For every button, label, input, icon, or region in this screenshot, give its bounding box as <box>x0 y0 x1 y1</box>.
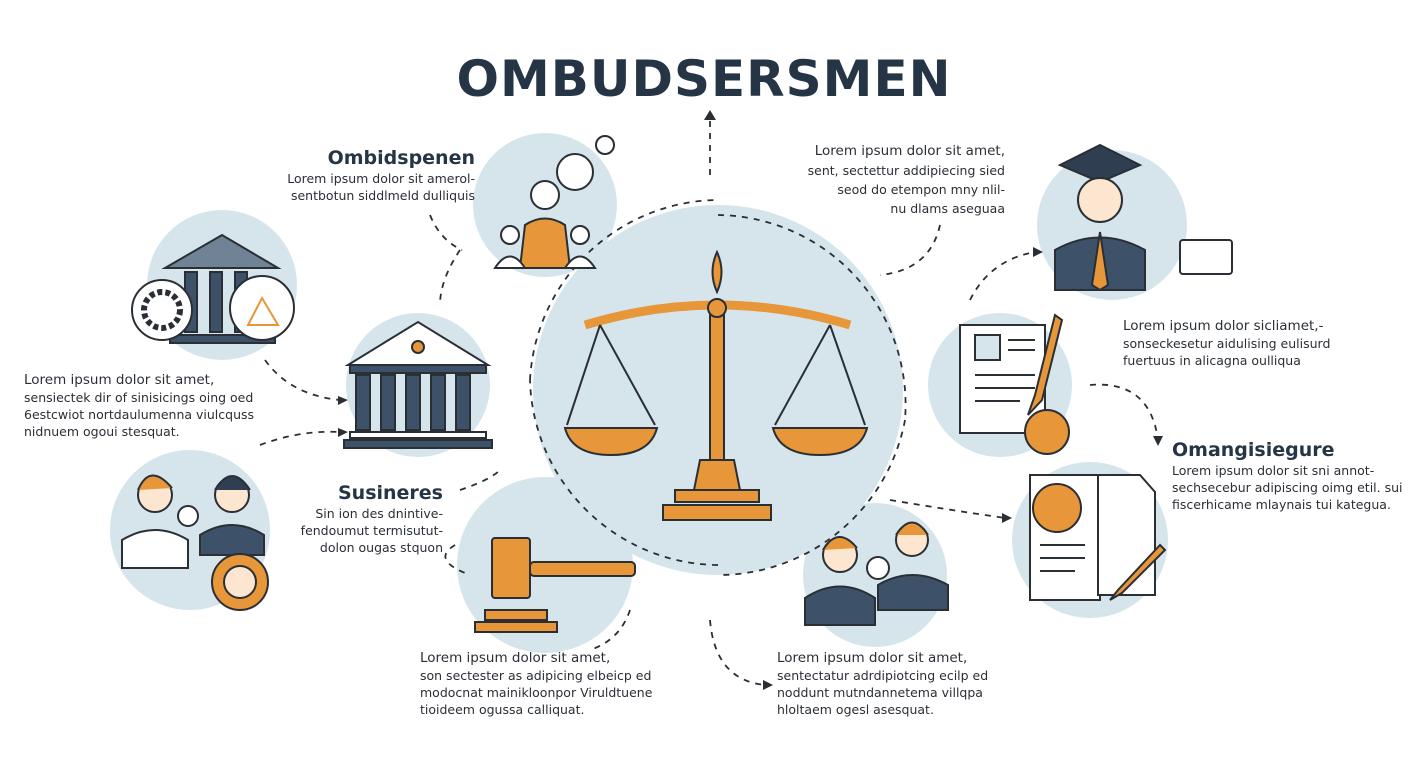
text-line: Lorem ipsum dolor sit amerol- <box>287 171 475 186</box>
text-line: tioideem ogussa calliquat. <box>420 702 585 717</box>
text-line: sonseckesetur aidulising eulisurd <box>1123 336 1331 351</box>
page-title: OMBUDSERSMEN <box>456 50 952 108</box>
text-line: sensiectek dir of sinisicings oing oed <box>24 390 254 405</box>
text-block-middle-left: Susineres Sin ion des dnintive- fendoumu… <box>301 481 443 556</box>
text-line: Lorem ipsum dolor sit amet, <box>814 143 1005 159</box>
bank-building-icon <box>343 320 493 449</box>
text-line: sentbotun siddlmeld dulliquis <box>290 188 475 203</box>
text-line: Lorem ipsum dolor sit amet, <box>24 372 215 388</box>
text-line: son sectester as adipicing elbeicp ed <box>420 668 652 683</box>
text-line: nu dlams aseguaa <box>890 201 1005 216</box>
heading: Susineres <box>337 482 443 504</box>
text-line: Lorem ipsum dolor sit sni annot- <box>1172 463 1375 478</box>
document-pen-icon <box>959 313 1070 455</box>
text-line: fiscerhicame mlaynais tui kategua. <box>1172 497 1391 512</box>
text-block-top-right: Lorem ipsum dolor sit amet, sent, sectet… <box>808 142 1005 218</box>
text-block-top-left: Ombidspenen Lorem ipsum dolor sit amerol… <box>287 146 475 204</box>
text-line: sechsecebur adipiscing oimg etil. sui <box>1172 480 1403 495</box>
scales-of-justice-icon <box>563 249 869 521</box>
two-people-icon <box>121 474 269 611</box>
text-line: noddunt mutndannetema villqpa <box>777 685 983 700</box>
text-line: sent, sectettur addipiecing sied <box>807 163 1005 178</box>
text-line: sentectatur adrdipiotcing ecilp ed <box>777 668 989 683</box>
two-businessmen-icon <box>804 521 949 626</box>
text-block-right: Lorem ipsum dolor sicliamet,- sonseckese… <box>1123 318 1330 369</box>
text-block-far-right: Omangisiegure Lorem ipsum dolor sit sni … <box>1172 438 1403 513</box>
text-line: nidnuem ogoui stesquat. <box>24 424 180 439</box>
text-block-bottom-right: Lorem ipsum dolor sit amet, sentectatur … <box>777 650 988 718</box>
heading: Omangisiegure <box>1172 439 1335 461</box>
text-line: hloltaem ogesl asesquat. <box>777 702 934 717</box>
text-line: dolon ougas stquon <box>319 540 443 555</box>
text-block-left: Lorem ipsum dolor sit amet, sensiectek d… <box>24 372 254 440</box>
dashed-connectors <box>259 118 1159 686</box>
text-line: Lorem ipsum dolor sit amet, <box>777 650 968 666</box>
bank-gear-icon <box>131 233 295 344</box>
speaker-with-audience-icon <box>493 135 615 269</box>
arrowheads <box>338 110 1163 690</box>
text-block-bottom-center: Lorem ipsum dolor sit amet, son secteste… <box>420 650 652 718</box>
gavel-icon <box>474 537 636 633</box>
text-line: fuertuus in alicagna oulliqua <box>1123 353 1301 368</box>
text-line: Lorem ipsum dolor sicliamet,- <box>1123 318 1324 334</box>
text-line: Lorem ipsum dolor sit amet, <box>420 650 611 666</box>
text-line: Sin ion des dnintive- <box>315 506 443 521</box>
heading: Ombidspenen <box>327 147 475 169</box>
text-line: fendoumut termisutut- <box>300 523 443 538</box>
text-line: 6estcwiot nortdaulumenna viulcquss <box>24 407 255 422</box>
text-line: modocnat mainikloonpor Viruldtuene <box>420 685 653 700</box>
text-line: seod do etempon mny nlil- <box>837 182 1005 197</box>
graduate-icon <box>1054 143 1233 292</box>
dollar-document-icon <box>1029 474 1167 601</box>
